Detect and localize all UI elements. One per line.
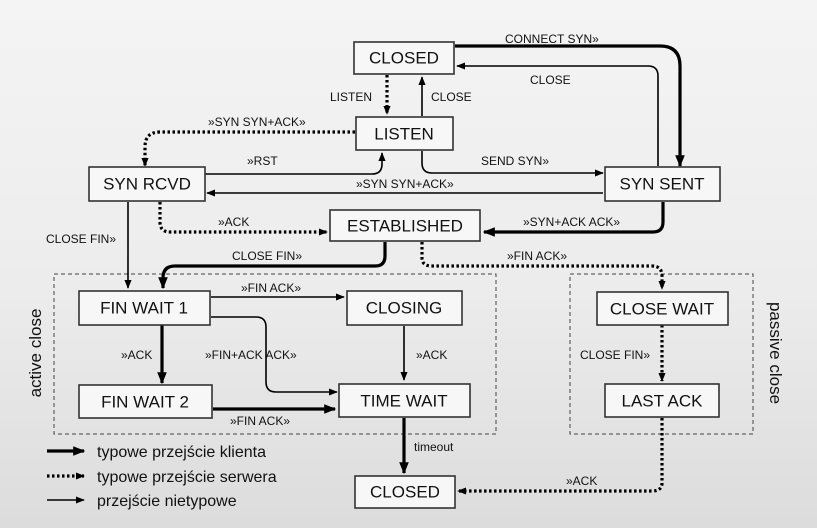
state-syn-rcvd: SYN RCVD xyxy=(88,166,206,202)
edge-listen-synsent xyxy=(421,151,604,177)
passive-close-label: passive close xyxy=(766,302,785,404)
state-time-wait: TIME WAIT xyxy=(338,383,471,418)
label-fin-ack-fw1: »FIN ACK» xyxy=(241,281,301,295)
label-rst: »RST xyxy=(247,154,278,168)
state-close-wait: CLOSE WAIT xyxy=(596,291,729,326)
state-syn-sent: SYN SENT xyxy=(604,166,721,202)
label-syn-synack-listen: »SYN SYN+ACK» xyxy=(208,115,306,129)
label-close-fin-est: CLOSE FIN» xyxy=(232,249,302,263)
label-fin-ack-fw2: »FIN ACK» xyxy=(230,414,290,428)
state-closing-label: CLOSING xyxy=(366,299,443,318)
state-syn-sent-label: SYN SENT xyxy=(619,175,704,194)
state-listen: LISTEN xyxy=(355,116,454,151)
state-closed-bottom: CLOSED xyxy=(354,475,456,509)
edge-established-finwait1 xyxy=(158,242,387,290)
state-syn-rcvd-label: SYN RCVD xyxy=(103,175,191,194)
label-ack-lastack: »ACK xyxy=(566,474,597,488)
state-fin-wait-1: FIN WAIT 1 xyxy=(78,290,211,326)
edge-established-closewait xyxy=(420,242,666,290)
edge-closed-synsent xyxy=(455,44,685,168)
label-finack-ack: »FIN+ACK ACK» xyxy=(205,348,297,362)
state-fin-wait-2: FIN WAIT 2 xyxy=(78,384,213,419)
legend: typowe przejście klienta typowe przejści… xyxy=(47,444,277,510)
state-closed-bottom-label: CLOSED xyxy=(370,483,440,502)
state-closing: CLOSING xyxy=(346,290,463,326)
label-close-listen: CLOSE xyxy=(431,90,472,104)
edge-lastack-closed xyxy=(457,418,664,495)
label-close-synsent: CLOSE xyxy=(530,73,571,87)
state-closed-top-label: CLOSED xyxy=(369,49,439,68)
legend-server-text: typowe przejście serwera xyxy=(97,469,277,486)
legend-atypical-text: przejście nietypowe xyxy=(97,493,237,510)
state-fin-wait-2-label: FIN WAIT 2 xyxy=(101,393,189,412)
edge-synsent-established xyxy=(482,202,665,237)
label-connect-syn: CONNECT SYN» xyxy=(505,32,599,46)
state-last-ack-label: LAST ACK xyxy=(622,392,704,411)
edge-synrcvd-listen xyxy=(205,152,386,175)
edge-synsent-closed xyxy=(456,62,659,166)
label-ack-fw1: »ACK xyxy=(121,348,152,362)
label-send-syn: SEND SYN» xyxy=(481,154,549,168)
state-fin-wait-1-label: FIN WAIT 1 xyxy=(100,299,188,318)
active-close-label: active close xyxy=(26,309,45,398)
label-close-fin-cw: CLOSE FIN» xyxy=(580,348,650,362)
state-last-ack: LAST ACK xyxy=(604,383,720,418)
label-timeout: timeout xyxy=(414,440,454,454)
legend-client-text: typowe przejście klienta xyxy=(97,444,266,461)
edge-finwait1-timewait xyxy=(211,316,338,396)
active-close-group xyxy=(53,273,497,435)
state-close-wait-label: CLOSE WAIT xyxy=(610,300,714,319)
state-listen-label: LISTEN xyxy=(374,125,434,144)
label-fin-ack-est: »FIN ACK» xyxy=(507,249,567,263)
label-ack-synrcvd: »ACK xyxy=(218,215,249,229)
label-listen: LISTEN xyxy=(330,90,372,104)
state-time-wait-label: TIME WAIT xyxy=(360,392,447,411)
edge-synrcvd-established xyxy=(158,202,328,236)
state-established-label: ESTABLISHED xyxy=(347,217,463,236)
label-ack-closing: »ACK xyxy=(416,348,447,362)
edge-listen-synrcvd xyxy=(141,130,355,167)
label-syn-synack-cross: »SYN SYN+ACK» xyxy=(356,177,454,191)
state-closed-top: CLOSED xyxy=(353,41,455,75)
label-close-fin-synrcvd: CLOSE FIN» xyxy=(46,232,116,246)
state-established: ESTABLISHED xyxy=(329,209,481,242)
label-synack-ack: »SYN+ACK ACK» xyxy=(523,215,620,229)
